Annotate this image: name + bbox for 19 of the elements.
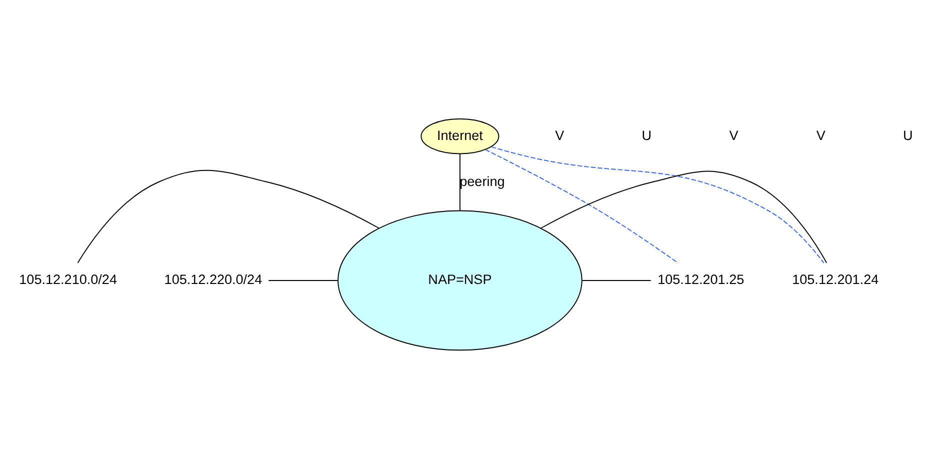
- connector: [484, 148, 678, 263]
- node-text: 105.12.210.0/24: [19, 272, 117, 287]
- edge-label: peering: [460, 173, 505, 188]
- node-text: 105.12.201.25: [658, 272, 744, 287]
- connector: [77, 169, 380, 263]
- node-ellipse: Internet: [420, 118, 500, 154]
- connector: [268, 279, 338, 280]
- connector: [540, 170, 828, 263]
- connector: [490, 146, 824, 263]
- label: U: [903, 127, 913, 142]
- label: V: [729, 127, 738, 142]
- label: U: [642, 127, 652, 142]
- connector: [459, 152, 460, 211]
- node-text: 105.12.220.0/24: [164, 272, 262, 287]
- label: V: [555, 127, 564, 142]
- connector: [582, 279, 652, 280]
- label: V: [816, 127, 826, 142]
- node-ellipse: NAP=NSP: [338, 210, 582, 350]
- node-text: 105.12.201.24: [792, 272, 879, 287]
